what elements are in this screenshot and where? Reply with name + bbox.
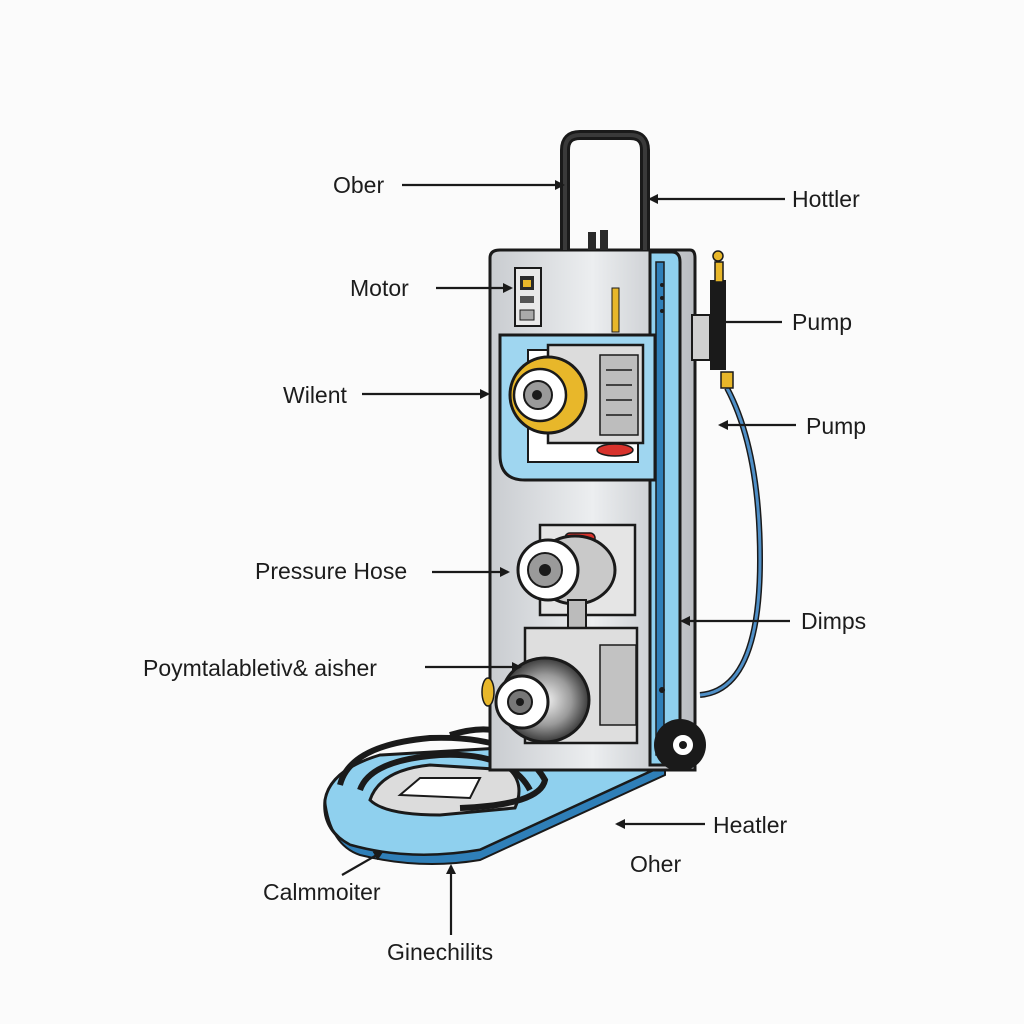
label-pump-upper: Pump	[792, 309, 853, 335]
label-poymtalabletiv: Poymtalabletiv& aisher	[143, 655, 377, 681]
label-hottler: Hottler	[792, 186, 860, 212]
label-pump-lower: Pump	[806, 413, 867, 439]
leader-lines	[341, 180, 796, 935]
label-pressure-hose: Pressure Hose	[255, 558, 408, 584]
label-motor: Motor	[350, 275, 409, 301]
label-wilent: Wilent	[283, 382, 347, 408]
label-ginechilits: Ginechilits	[387, 939, 494, 965]
wheel	[654, 719, 706, 771]
pressure-hose	[691, 250, 764, 698]
label-calmmoiter: Calmmoiter	[263, 879, 381, 905]
label-ober: Ober	[333, 172, 385, 198]
label-oher: Oher	[630, 851, 682, 877]
machine-tower	[481, 130, 697, 772]
label-heatler: Heatler	[713, 812, 788, 838]
label-dimps: Dimps	[801, 608, 867, 634]
leader-calmmoiter	[341, 851, 384, 876]
